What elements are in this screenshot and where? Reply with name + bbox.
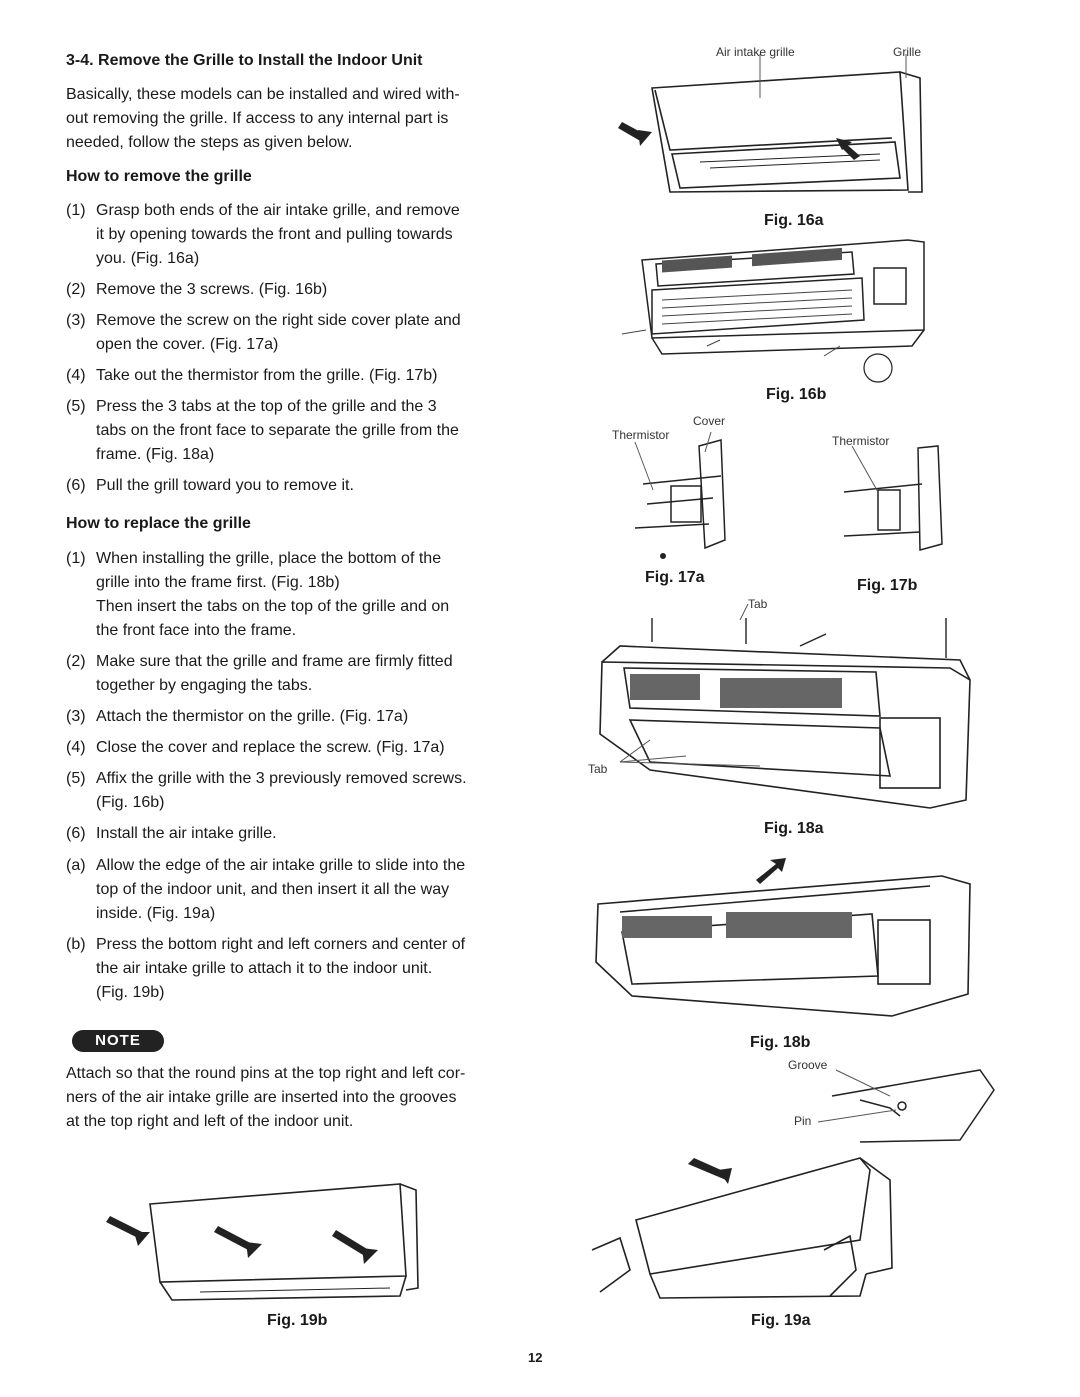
step-line: you. (Fig. 16a) — [96, 250, 200, 267]
remove-step: (2) Remove the 3 screws. (Fig. 16b) — [66, 278, 506, 302]
fig19b-illustration — [106, 1183, 419, 1301]
note-line: ners of the air intake grille are insert… — [66, 1089, 457, 1106]
intro-line: needed, follow the steps as given below. — [66, 134, 353, 151]
step-number: (b) — [66, 936, 86, 953]
fig18a-illustration — [599, 603, 971, 809]
callout-grille: Grille — [893, 45, 922, 59]
fig17a-label: Fig. 17a — [645, 569, 705, 586]
step-line: together by engaging the tabs. — [96, 677, 313, 694]
step-line: Press the 3 tabs at the top of the grill… — [96, 398, 437, 415]
fig16b-label: Fig. 16b — [766, 386, 827, 403]
step-line: When installing the grille, place the bo… — [96, 550, 442, 567]
step-line: Attach the thermistor on the grille. (Fi… — [96, 708, 409, 725]
step-line: the front face into the frame. — [96, 622, 297, 639]
remove-step: (6) Pull the grill toward you to remove … — [66, 474, 506, 498]
step-number: (2) — [66, 653, 86, 670]
step-line: Remove the screw on the right side cover… — [96, 312, 461, 329]
callout-thermistor: Thermistor — [612, 428, 670, 442]
fig16a-illustration — [618, 54, 923, 193]
callout-thermistor-17b: Thermistor — [832, 434, 890, 448]
step-line: the air intake grille to attach it to th… — [96, 960, 433, 977]
fig18b-illustration — [595, 858, 971, 1017]
callout-groove: Groove — [788, 1058, 828, 1072]
intro-line: out removing the grille. If access to an… — [66, 110, 449, 127]
step-line: (Fig. 16b) — [96, 794, 165, 811]
remove-step: (1) Grasp both ends of the air intake gr… — [66, 199, 506, 271]
callout-air-intake-grille: Air intake grille — [716, 45, 795, 59]
page-number: 12 — [528, 1350, 543, 1365]
step-number: (5) — [66, 770, 86, 787]
fig16a-label: Fig. 16a — [764, 212, 824, 229]
step-line: top of the indoor unit, and then insert … — [96, 881, 450, 898]
replace-step: (5) Affix the grille with the 3 previous… — [66, 767, 506, 815]
step-number: (2) — [66, 281, 86, 298]
step-line: Close the cover and replace the screw. (… — [96, 739, 445, 756]
replace-step: (4) Close the cover and replace the scre… — [66, 736, 506, 760]
step-number: (a) — [66, 857, 86, 874]
callout-pin: Pin — [794, 1114, 812, 1128]
note-badge: NOTE — [72, 1030, 164, 1052]
fig17b-label: Fig. 17b — [857, 577, 918, 594]
step-line: it by opening towards the front and pull… — [96, 226, 453, 243]
note-line: at the top right and left of the indoor … — [66, 1113, 354, 1130]
callout-cover: Cover — [693, 414, 726, 428]
fig19a-label: Fig. 19a — [751, 1312, 811, 1329]
step-line: frame. (Fig. 18a) — [96, 446, 215, 463]
replace-step: (b) Press the bottom right and left corn… — [66, 933, 506, 1005]
replace-step: (3) Attach the thermistor on the grille.… — [66, 705, 506, 729]
replace-heading: How to replace the grille — [66, 515, 251, 532]
step-number: (1) — [66, 550, 86, 567]
step-line: Take out the thermistor from the grille.… — [96, 367, 438, 384]
remove-step: (3) Remove the screw on the right side c… — [66, 309, 506, 357]
section-title: 3-4. Remove the Grille to Install the In… — [66, 52, 423, 69]
step-line: Press the bottom right and left corners … — [96, 936, 466, 953]
fig16b-illustration — [621, 239, 925, 383]
fig19b-label: Fig. 19b — [267, 1312, 328, 1329]
intro-paragraph: Basically, these models can be installed… — [66, 83, 516, 155]
step-line: open the cover. (Fig. 17a) — [96, 336, 279, 353]
step-line: Grasp both ends of the air intake grille… — [96, 202, 460, 219]
step-number: (1) — [66, 202, 86, 219]
replace-step: (2) Make sure that the grille and frame … — [66, 650, 506, 698]
callout-tab-front: Tab — [588, 762, 608, 776]
replace-step: (6) Install the air intake grille. — [66, 822, 506, 846]
step-line: Remove the 3 screws. (Fig. 16b) — [96, 281, 328, 298]
step-number: (5) — [66, 398, 86, 415]
replace-step: (a) Allow the edge of the air intake gri… — [66, 854, 506, 926]
replace-step: (1) When installing the grille, place th… — [66, 547, 506, 643]
remove-step: (5) Press the 3 tabs at the top of the g… — [66, 395, 506, 467]
step-line: Pull the grill toward you to remove it. — [96, 477, 354, 494]
step-number: (6) — [66, 825, 86, 842]
step-line: tabs on the front face to separate the g… — [96, 422, 459, 439]
step-line: Make sure that the grille and frame are … — [96, 653, 453, 670]
remove-step: (4) Take out the thermistor from the gri… — [66, 364, 506, 388]
fig17a-illustration — [634, 431, 726, 559]
step-line: Then insert the tabs on the top of the g… — [96, 598, 450, 615]
step-line: grille into the frame first. (Fig. 18b) — [96, 574, 340, 591]
step-line: Install the air intake grille. — [96, 825, 277, 842]
step-number: (3) — [66, 312, 86, 329]
step-number: (3) — [66, 708, 86, 725]
step-number: (4) — [66, 367, 86, 384]
note-line: Attach so that the round pins at the top… — [66, 1065, 466, 1082]
fig18a-label: Fig. 18a — [764, 820, 824, 837]
note-text: Attach so that the round pins at the top… — [66, 1062, 526, 1134]
fig18b-label: Fig. 18b — [750, 1034, 811, 1051]
step-line: inside. (Fig. 19a) — [96, 905, 216, 922]
remove-heading: How to remove the grille — [66, 168, 252, 185]
step-number: (6) — [66, 477, 86, 494]
step-line: (Fig. 19b) — [96, 984, 165, 1001]
step-line: Allow the edge of the air intake grille … — [96, 857, 466, 874]
fig19a-illustration — [591, 1069, 995, 1299]
callout-tab-top: Tab — [748, 597, 768, 611]
step-number: (4) — [66, 739, 86, 756]
fig17b-illustration — [843, 445, 943, 551]
intro-line: Basically, these models can be installed… — [66, 86, 460, 103]
step-line: Affix the grille with the 3 previously r… — [96, 770, 467, 787]
